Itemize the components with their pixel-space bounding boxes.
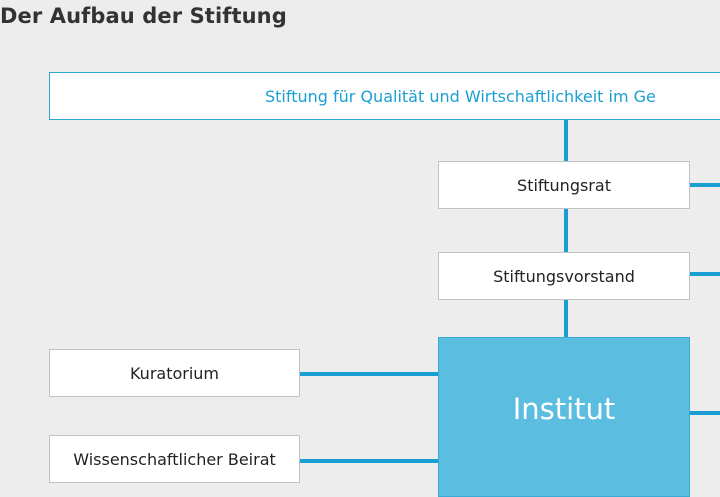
node-institut-label: Institut: [512, 392, 616, 426]
node-stiftungsrat-label: Stiftungsrat: [517, 175, 611, 195]
node-stiftung-label: Stiftung für Qualität und Wirtschaftlich…: [265, 86, 656, 106]
node-stiftungsvorstand: Stiftungsvorstand: [438, 252, 690, 300]
node-kuratorium: Kuratorium: [49, 349, 300, 397]
node-beirat-label: Wissenschaftlicher Beirat: [73, 449, 276, 469]
page-title: Der Aufbau der Stiftung: [0, 4, 287, 28]
node-kuratorium-label: Kuratorium: [129, 363, 220, 383]
connector-lines: [300, 120, 720, 463]
node-stiftungsrat: Stiftungsrat: [438, 161, 690, 209]
node-wissenschaftlicher-beirat: Wissenschaftlicher Beirat: [49, 435, 300, 483]
node-stiftung: Stiftung für Qualität und Wirtschaftlich…: [49, 72, 720, 120]
node-institut: Institut: [438, 337, 690, 497]
node-stiftungsvorstand-label: Stiftungsvorstand: [493, 266, 635, 286]
